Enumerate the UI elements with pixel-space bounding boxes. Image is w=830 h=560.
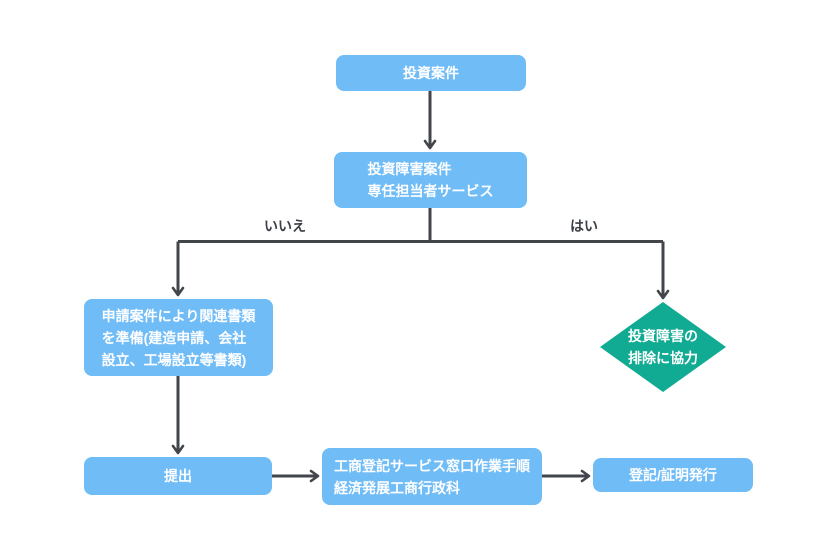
branch-label-yes: はい — [570, 218, 598, 234]
node-cooperate-remove-obstacle: 投資障害の 排除に協力 — [600, 302, 726, 392]
node-registration-procedure-label: 工商登記サービス窓口作業手順 経済発展工商行政科 — [334, 457, 530, 496]
node-prepare-documents: 申請案件により関連書類 を準備(建造申請、会社 設立、工場設立等書類) — [84, 299, 273, 376]
branch-label-no: いいえ — [264, 218, 306, 234]
node-issue-certificate-label: 登記/証明発行 — [629, 467, 717, 483]
node-submit: 提出 — [84, 457, 272, 495]
node-investment-project: 投資案件 — [336, 55, 526, 91]
node-investment-project-label: 投資案件 — [403, 65, 459, 81]
node-cooperate-remove-obstacle-label: 投資障害の 排除に協力 — [628, 328, 698, 366]
node-submit-label: 提出 — [164, 468, 192, 484]
node-obstacle-case-service: 投資障害案件 専任担当者サービス — [334, 152, 527, 208]
node-obstacle-case-service-label: 投資障害案件 専任担当者サービス — [367, 161, 494, 199]
node-issue-certificate: 登記/証明発行 — [593, 458, 753, 492]
node-registration-procedure: 工商登記サービス窓口作業手順 経済発展工商行政科 — [322, 448, 542, 505]
node-prepare-documents-label: 申請案件により関連書類 を準備(建造申請、会社 設立、工場設立等書類) — [101, 307, 256, 368]
